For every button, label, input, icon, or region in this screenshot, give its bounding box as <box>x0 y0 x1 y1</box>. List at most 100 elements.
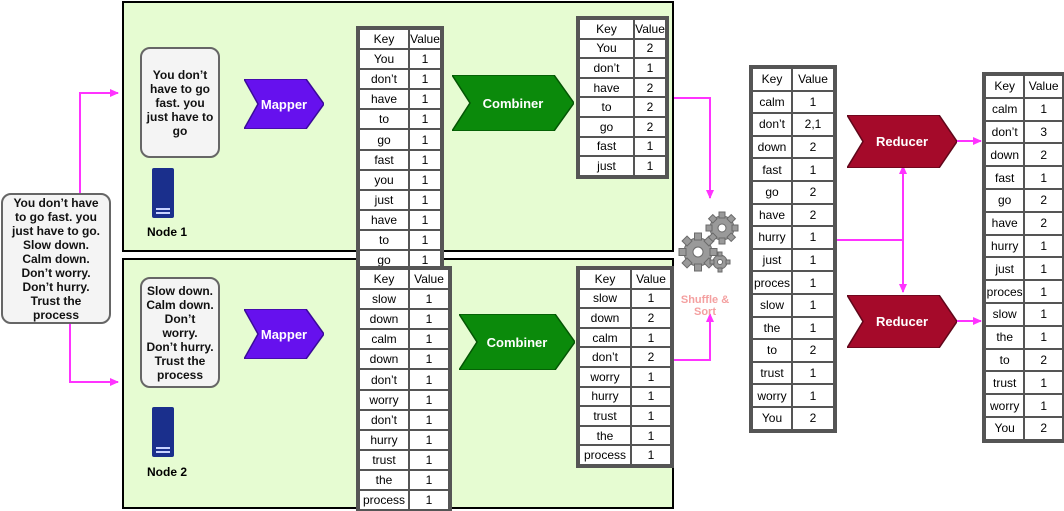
key-cell: the <box>358 468 410 492</box>
key-cell: to <box>358 228 410 252</box>
mapper-label: Mapper <box>260 326 308 342</box>
value-cell: 1 <box>791 225 835 250</box>
value-cell: 1 <box>1023 279 1064 304</box>
node2-split-box: Slow down. Calm down. Don’t worry. Don’t… <box>140 277 220 388</box>
key-cell: down <box>983 142 1026 168</box>
value-cell: 1 <box>408 468 450 492</box>
value-cell: 1 <box>630 287 672 310</box>
key-header: Key <box>578 18 635 40</box>
value-cell: 1 <box>408 68 442 91</box>
key-cell: process <box>578 444 632 466</box>
node2-split-text: Slow down. Calm down. Don’t worry. Don’t… <box>146 283 214 382</box>
value-cell: 1 <box>408 408 450 431</box>
value-cell: 1 <box>1023 324 1064 350</box>
key-cell: go <box>358 128 410 151</box>
key-cell: go <box>983 187 1026 213</box>
key-cell: worry <box>751 383 793 408</box>
key-cell: calm <box>358 328 410 351</box>
value-cell: 1 <box>1023 165 1064 190</box>
value-cell: 1 <box>630 424 672 447</box>
value-cell: 1 <box>630 444 672 466</box>
key-cell: to <box>983 347 1026 373</box>
key-cell: just <box>751 247 793 273</box>
value-cell: 1 <box>408 368 450 391</box>
key-cell: down <box>578 307 632 329</box>
value-cell: 2 <box>791 179 835 205</box>
key-cell: slow <box>358 288 410 311</box>
value-cell: 1 <box>791 157 835 182</box>
key-cell: don’t <box>578 346 632 368</box>
gears-icon <box>678 204 744 282</box>
value-cell: 1 <box>791 315 835 341</box>
value-cell: 3 <box>1023 119 1064 145</box>
key-cell: hurry <box>358 428 410 451</box>
key-cell: don’t <box>751 112 793 137</box>
value-cell: 1 <box>1023 301 1064 327</box>
mapper-label: Mapper <box>260 96 308 112</box>
key-cell: hurry <box>983 233 1026 259</box>
key-cell: You <box>358 48 410 71</box>
value-cell: 1 <box>630 326 672 349</box>
value-cell: 1 <box>633 135 667 158</box>
key-cell: fast <box>358 148 410 171</box>
value-cell: 1 <box>1023 256 1064 282</box>
key-cell: trust <box>358 448 410 471</box>
value-cell: 1 <box>1023 96 1064 122</box>
value-cell: 1 <box>408 428 450 451</box>
node1-combiner: Combiner <box>452 75 574 131</box>
server-icon <box>152 168 174 218</box>
input-text-box: You don’t have to go fast. you just have… <box>1 193 111 324</box>
key-header: Key <box>751 67 793 92</box>
key-cell: slow <box>983 301 1026 327</box>
value-cell: 1 <box>408 288 450 311</box>
key-cell: calm <box>751 89 793 115</box>
node1-mapper: Mapper <box>244 79 324 129</box>
node1-label: Node 1 <box>147 225 188 239</box>
value-cell: 1 <box>408 308 450 331</box>
value-cell: 1 <box>791 247 835 273</box>
key-cell: don’t <box>358 368 410 391</box>
value-cell: 2 <box>1023 415 1064 441</box>
key-cell: have <box>578 76 635 99</box>
value-cell: 1 <box>408 228 442 252</box>
key-header: Key <box>578 268 632 290</box>
key-cell: you <box>358 168 410 191</box>
value-cell: 1 <box>408 208 442 231</box>
value-cell: 1 <box>408 448 450 471</box>
key-cell: down <box>358 348 410 371</box>
key-header: Key <box>358 27 410 51</box>
value-cell: 1 <box>1023 393 1064 418</box>
key-cell: the <box>751 315 793 341</box>
